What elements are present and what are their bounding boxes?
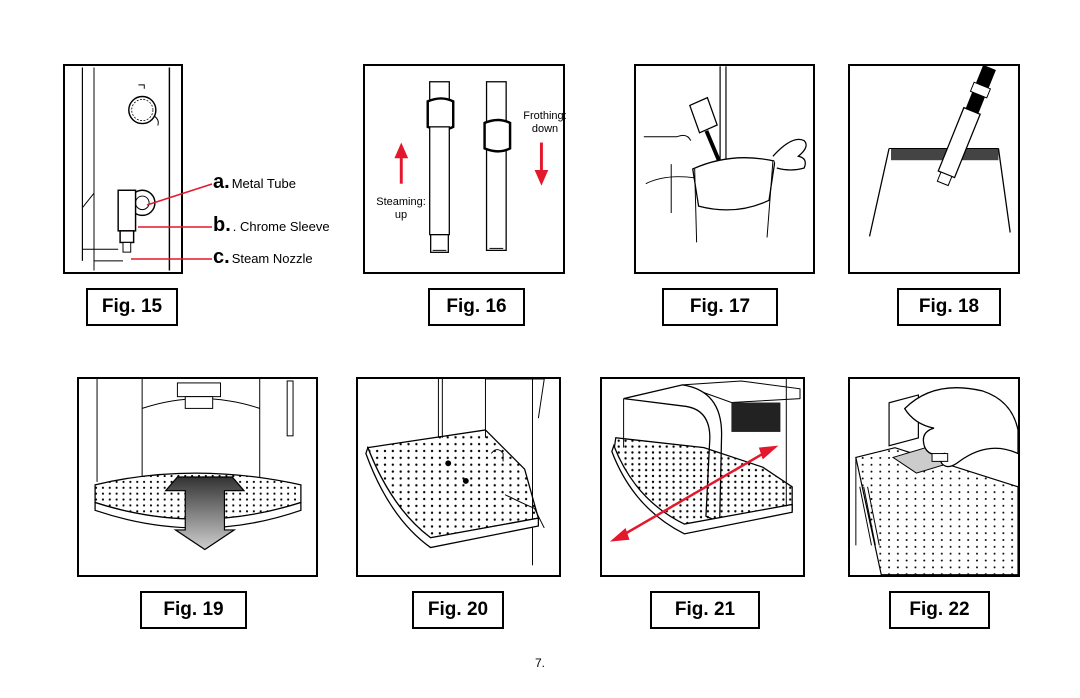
fig19-caption: Fig. 19: [140, 591, 247, 629]
callout-letter-c: c.: [213, 246, 230, 268]
callout-chrome-sleeve: b.. Chrome Sleeve: [213, 214, 330, 237]
fig22-caption: Fig. 22: [889, 591, 990, 629]
callout-steam-nozzle: c.Steam Nozzle: [213, 246, 313, 269]
cleaning-nozzle-diagram: [868, 66, 1011, 237]
fig16-illustration: [363, 64, 565, 274]
callout-text-c: Steam Nozzle: [231, 251, 313, 266]
drip-tray-remove-diagram: [94, 379, 302, 551]
fig20-caption: Fig. 20: [412, 591, 504, 629]
tray-insert-diagram: [855, 387, 1018, 575]
steaming-direction: up: [394, 209, 408, 221]
fig18-illustration: [848, 64, 1020, 274]
callout-letter-b: b.: [213, 214, 231, 236]
steam-wand-diagram: [81, 67, 171, 271]
frothing-title: Frothing:: [523, 110, 567, 122]
fig18-caption: Fig. 18: [897, 288, 1001, 326]
drip-tray-diagram: [365, 379, 545, 566]
frothing-label: Frothing: down: [510, 110, 580, 136]
fig17-caption: Fig. 17: [662, 288, 778, 326]
callout-metal-tube: a.Metal Tube: [213, 171, 296, 194]
fig15-caption: Fig. 15: [86, 288, 178, 326]
fig20-illustration: [356, 377, 561, 577]
tray-slide-diagram: [609, 379, 801, 542]
fig19-illustration: [77, 377, 318, 577]
frothing-direction: down: [531, 123, 559, 135]
fig21-caption: Fig. 21: [650, 591, 760, 629]
frothing-milk-diagram: [643, 66, 807, 243]
fig21-illustration: [600, 377, 805, 577]
fig17-illustration: [634, 64, 815, 274]
fig22-illustration: [848, 377, 1020, 577]
callout-text-a: Metal Tube: [231, 176, 297, 191]
callout-text-b: . Chrome Sleeve: [232, 219, 330, 234]
steaming-title: Steaming:: [376, 196, 426, 208]
callout-letter-a: a.: [213, 171, 230, 193]
steaming-label: Steaming: up: [366, 196, 436, 222]
sleeve-positions-diagram: [394, 81, 549, 253]
fig15-illustration: [63, 64, 183, 274]
page-number: 7.: [534, 656, 545, 670]
fig16-caption: Fig. 16: [428, 288, 525, 326]
